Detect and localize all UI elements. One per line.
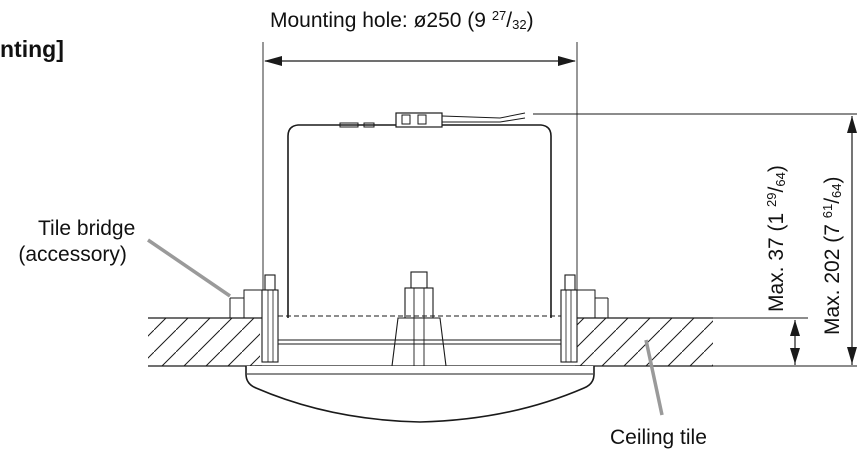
left-clamp (229, 274, 279, 363)
dim-202-text: Max. 202 (7 (821, 218, 844, 335)
tile-bridge-line1: Tile bridge (38, 217, 136, 240)
height-dimensions (533, 113, 857, 367)
ceiling-tile-leader (644, 339, 664, 416)
tile-bridge-line2: (accessory) (18, 243, 127, 266)
mounting-hole-suffix: ) (526, 9, 534, 32)
mounting-hole-text: Mounting hole: ø250 (9 (270, 9, 492, 32)
dim-202-suffix: ) (821, 176, 844, 184)
dim-202-frac-num: 61 (820, 203, 835, 219)
dim-202-frac-den: 64 (829, 183, 844, 198)
dim-202-label: Max. 202 (7 61/64) (820, 176, 845, 335)
speaker-enclosure (287, 112, 552, 318)
mounting-hole-frac-den: 32 (512, 17, 527, 32)
mounting-hole-dimension (262, 42, 578, 318)
ceiling-tile-left (148, 317, 262, 367)
dim-37-frac-sep: / (765, 186, 788, 193)
section-heading: nting] (0, 36, 64, 62)
mounting-hole-label: Mounting hole: ø250 (9 27/32) (270, 8, 534, 33)
tile-bridge-label: Tile bridge (accessory) (18, 216, 136, 268)
mounting-hole-frac-num: 27 (491, 8, 507, 23)
mounting-hole-frac-sep: / (506, 9, 513, 32)
center-clamp (391, 271, 447, 367)
dim-37-label: Max. 37 (1 29/64) (764, 165, 789, 312)
dim-202-frac-sep: / (821, 197, 844, 204)
tile-bridge-leader (147, 238, 231, 298)
dim-37-frac-num: 29 (764, 192, 779, 207)
speaker-grille (245, 366, 595, 423)
ceiling-tile-label: Ceiling tile (610, 426, 707, 449)
ceiling-tile-right (575, 317, 713, 367)
dim-37-suffix: ) (765, 165, 788, 173)
dim-37-text: Max. 37 (1 (765, 206, 788, 312)
right-clamp (560, 274, 609, 363)
dim-37-frac-den: 64 (773, 172, 788, 187)
